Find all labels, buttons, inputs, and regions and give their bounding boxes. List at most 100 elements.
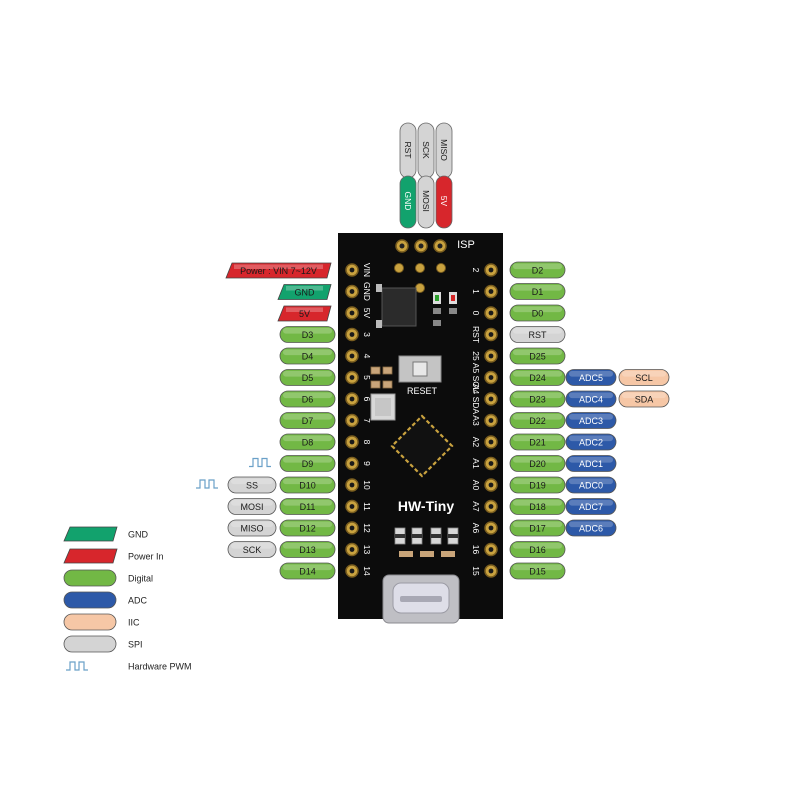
right-pin-label-1-label: D1 [532, 287, 544, 297]
left-pin-spi-12-label: MISO [240, 524, 263, 534]
left-pin-label-14-shine [283, 564, 332, 571]
left-pin-label-3: D3 [279, 326, 336, 343]
right-pin-adc-11-shine [569, 500, 613, 506]
left-pin-label-12-shape [279, 519, 336, 537]
right-pin-adc-10: ADC0 [565, 476, 617, 494]
right-pin-label-7-shine [513, 414, 562, 420]
right-silk-12: A6 [471, 523, 481, 534]
right-silk-7: A3 [471, 415, 481, 426]
left-silk-7: 7 [362, 418, 372, 423]
left-pin-label-3-shine [283, 328, 332, 334]
left-pin-spi-10-label: SS [246, 481, 258, 491]
left-pin-label-7-label: D7 [302, 416, 314, 426]
left-pin-label-4: D4 [279, 347, 336, 365]
board-name: HW-Tiny [398, 498, 454, 514]
right-pin-adc-11: ADC7 [565, 498, 617, 515]
capacitor-2 [370, 380, 381, 389]
left-pin-hole-center-0 [349, 267, 355, 273]
right-pin-label-8-shape [509, 433, 566, 451]
isp-top-pin-1: SCK [417, 122, 435, 179]
led-red [451, 295, 455, 301]
left-pin-label-7-shine [283, 414, 332, 420]
lower-cap-2 [441, 551, 455, 557]
right-pin-label-2-label: D0 [532, 309, 544, 319]
left-pin-label-13-label: D13 [299, 545, 316, 555]
left-pin-flag-1-label: GND [295, 288, 316, 298]
left-silk-1: GND [362, 282, 372, 301]
left-pin-label-12: D12 [279, 519, 336, 537]
legend-swatch-iic [63, 613, 117, 631]
left-pin-spi-10: SS [227, 476, 277, 494]
right-pin-adc-6-shine [569, 392, 613, 399]
right-pin-label-14: D15 [509, 562, 566, 580]
left-silk-0: VIN [362, 263, 372, 277]
right-pin-adc-7-shine [569, 414, 613, 420]
right-pin-label-8: D21 [509, 433, 566, 451]
right-pin-label-6-shape [509, 390, 566, 408]
left-pin-spi-13: SCK [227, 541, 277, 558]
right-pin-label-11-shine [513, 500, 562, 506]
right-silk-8: A2 [471, 437, 481, 448]
led-green [435, 295, 439, 301]
resistor-2 [449, 308, 457, 314]
right-pin-adc-9-shine [569, 457, 613, 463]
right-pin-label-4-label: D25 [529, 352, 546, 362]
left-pin-spi-11-shape [227, 498, 277, 515]
right-pin-adc-5: ADC5 [565, 369, 617, 386]
left-pin-flag-2-shape [277, 305, 332, 322]
left-pin-spi-12-shine [231, 521, 273, 528]
left-pin-spi-10-shape [227, 476, 277, 494]
right-pin-label-11-shape [509, 498, 566, 515]
left-pin-flag-0: Power : VIN 7~12V [225, 262, 332, 279]
right-pin-label-10-label: D19 [529, 481, 546, 491]
left-pin-flag-2: 5V [277, 305, 332, 322]
left-pin-flag-1: GND [277, 284, 332, 300]
left-pin-label-10-shape [279, 476, 336, 494]
right-pin-adc-8: ADC2 [565, 433, 617, 451]
right-silk-11: A7 [471, 501, 481, 512]
right-pin-iic-6-shine [622, 392, 666, 399]
right-pin-label-0: D2 [509, 261, 566, 279]
right-pin-adc-10-shape [565, 476, 617, 494]
legend-label-pwm: Hardware PWM [128, 662, 192, 672]
left-pin-flag-2-label: 5V [299, 309, 310, 319]
left-pin-label-14-label: D14 [299, 567, 316, 577]
right-pin-adc-12: ADC6 [565, 519, 617, 537]
lower-component-band-3 [448, 534, 458, 538]
left-pin-label-14: D14 [279, 562, 336, 580]
left-silk-9: 9 [362, 461, 372, 466]
right-pin-hole-center-10 [488, 482, 494, 488]
right-pin-adc-12-label: ADC6 [579, 524, 603, 534]
right-silk-2: 0 [471, 311, 481, 316]
left-pin-pwm-icon-9 [249, 457, 271, 468]
left-silk-6: 6 [362, 397, 372, 402]
left-pin-label-4-label: D4 [302, 352, 314, 362]
right-pin-label-6-label: D23 [529, 395, 546, 405]
left-pin-label-5-shine [283, 371, 332, 377]
right-pin-label-1: D1 [509, 283, 566, 300]
isp-bottom-pin-label-1: MOSI [421, 190, 431, 212]
legend-swatch-digital [63, 569, 117, 587]
left-pin-label-11-shape [279, 498, 336, 515]
legend-swatch-gnd [63, 526, 118, 542]
left-pin-hole-center-4 [349, 353, 355, 359]
right-pin-hole-center-6 [488, 396, 494, 402]
right-pin-adc-9-shape [565, 455, 617, 472]
left-pin-spi-12-shape [227, 519, 277, 537]
right-pin-label-11-label: D18 [529, 502, 546, 512]
right-pin-label-8-shine [513, 435, 562, 442]
right-pin-label-0-shape [509, 261, 566, 279]
right-pin-iic-6: SDA [618, 390, 670, 408]
isp-top-pin-2: MISO [435, 122, 453, 179]
left-pin-label-13-shape [279, 541, 336, 558]
lower-component-band-0 [395, 534, 405, 538]
crystal-top [375, 398, 391, 416]
microcontroller-chip [390, 414, 454, 478]
right-pin-adc-7: ADC3 [565, 412, 617, 429]
right-pin-iic-5: SCL [618, 369, 670, 386]
right-pin-iic-5-shape [618, 369, 670, 386]
left-pin-label-8-label: D8 [302, 438, 314, 448]
legend-label-spi: SPI [128, 640, 143, 650]
